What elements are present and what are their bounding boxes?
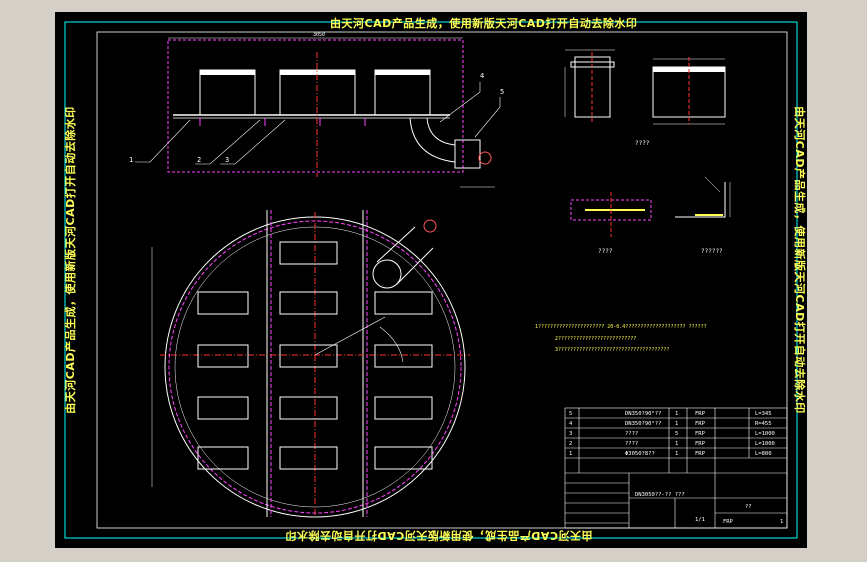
cad-viewport[interactable]: 3050 [55, 12, 807, 548]
svg-text:1: 1 [780, 519, 783, 525]
svg-text:L=1000: L=1000 [755, 431, 775, 437]
watermark-right: 由天河CAD产品生成，使用新版天河CAD打开自动去除水印 [793, 106, 806, 414]
svg-text:????: ???? [625, 431, 638, 437]
svg-text:3: 3 [569, 431, 572, 437]
callout-1: 1 [129, 156, 133, 164]
parts-table-text: 5 DN350?90°?? 1 FRP L=345 4 DN350?90°?? … [569, 411, 783, 525]
outer-frame [64, 21, 798, 539]
svg-text:Φ3050?8??: Φ3050?8?? [625, 451, 655, 457]
svg-text:1: 1 [569, 451, 572, 457]
svg-text:5: 5 [569, 411, 572, 417]
detail-views [564, 49, 731, 237]
svg-text:DN350?90°??: DN350?90°?? [625, 421, 661, 427]
svg-text:2: 2 [569, 441, 572, 447]
parts-table [564, 407, 788, 529]
svg-text:L=800: L=800 [755, 451, 772, 457]
svg-text:FRP: FRP [695, 441, 706, 447]
elevation-box-1 [199, 69, 256, 116]
watermark-bottom: 由天河CAD产品生成，使用新版天河CAD打开自动去除水印 [285, 529, 593, 542]
svg-text:????: ???? [625, 441, 638, 447]
watermark-top: 由天河CAD产品生成，使用新版天河CAD打开自动去除水印 [330, 17, 638, 30]
elevation-view: 3050 [135, 32, 501, 188]
svg-text:L=345: L=345 [755, 411, 772, 417]
svg-text:1: 1 [675, 421, 678, 427]
svg-text:1: 1 [675, 411, 678, 417]
svg-text:DN3050??-?? ???: DN3050??-?? ??? [635, 492, 685, 498]
elevation-box-3 [374, 69, 431, 116]
svg-text:DN350?90°??: DN350?90°?? [625, 411, 661, 417]
svg-text:3050: 3050 [313, 32, 325, 38]
inner-frame [96, 31, 788, 529]
note-3: 3????????????????????????????????????? [555, 347, 669, 353]
svg-text:1/1: 1/1 [695, 517, 705, 523]
callout-3: 3 [225, 156, 229, 164]
callout-2: 2 [197, 156, 201, 164]
cad-drawing: 3050 [64, 21, 798, 539]
svg-text:1: 1 [675, 441, 678, 447]
svg-text:L=1000: L=1000 [755, 441, 775, 447]
detail-label-3: ?????? [701, 248, 723, 255]
detail-label-1: ???? [635, 140, 650, 147]
callout-4: 4 [480, 72, 484, 80]
note-1: 1?????????????????????? 20-0.4??????????… [535, 324, 707, 330]
callout-5: 5 [500, 88, 504, 96]
svg-text:FRP: FRP [695, 421, 706, 427]
svg-text:1: 1 [675, 451, 678, 457]
svg-text:??: ?? [745, 504, 752, 510]
svg-text:R=455: R=455 [755, 421, 772, 427]
svg-text:5: 5 [675, 431, 678, 437]
svg-text:FRP: FRP [723, 519, 734, 525]
elevation-envelope [167, 39, 464, 173]
note-2: 2?????????????????????????? [555, 336, 636, 342]
svg-text:FRP: FRP [695, 411, 706, 417]
plan-view [151, 210, 470, 518]
svg-text:FRP: FRP [695, 431, 706, 437]
svg-text:4: 4 [569, 421, 573, 427]
svg-text:FRP: FRP [695, 451, 706, 457]
detail-label-2: ???? [598, 248, 613, 255]
watermark-left: 由天河CAD产品生成，使用新版天河CAD打开自动去除水印 [64, 106, 77, 414]
